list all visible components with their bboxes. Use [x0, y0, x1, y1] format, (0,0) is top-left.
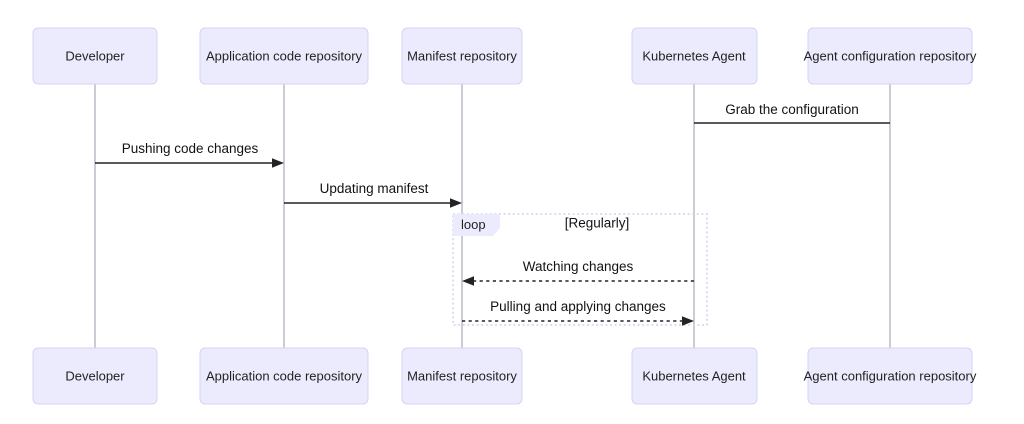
message-grab-the-configuration: Grab the configuration: [694, 102, 890, 124]
arrowhead-right-pulling-and-applying-changes: [682, 316, 694, 326]
actor-rect-agent-config-repository-top[interactable]: [807, 27, 973, 85]
actor-box-agent-config-repository-top[interactable]: Agent configuration repository: [804, 27, 977, 85]
actor-label-developer-bottom: Developer: [65, 368, 125, 383]
actor-label-manifest-repository-top: Manifest repository: [407, 48, 517, 63]
loop-tab-background: [453, 214, 500, 236]
actor-rect-developer-bottom[interactable]: [32, 347, 158, 405]
actor-label-developer-top: Developer: [65, 48, 125, 63]
loop-fragment-border: [452, 213, 708, 326]
actor-label-kubernetes-agent-top: Kubernetes Agent: [642, 48, 746, 63]
actor-label-agent-config-repository-bottom: Agent configuration repository: [804, 368, 977, 383]
actor-box-developer-bottom[interactable]: Developer: [32, 347, 158, 405]
loop-tab-label: loop: [461, 217, 486, 232]
arrowhead-left-watching-changes: [462, 276, 474, 286]
actor-box-app-code-repository-bottom[interactable]: Application code repository: [199, 347, 369, 405]
message-updating-manifest: Updating manifest: [284, 181, 462, 208]
message-label-pushing-code-changes: Pushing code changes: [122, 141, 259, 156]
message-label-pulling-and-applying-changes: Pulling and applying changes: [490, 299, 666, 314]
actor-box-manifest-repository-bottom[interactable]: Manifest repository: [401, 347, 523, 405]
actor-box-developer-top[interactable]: Developer: [32, 27, 158, 85]
actor-row-bottom: Developer Application code repository Ma…: [32, 347, 977, 405]
actor-label-agent-config-repository-top: Agent configuration repository: [804, 48, 977, 63]
message-label-watching-changes: Watching changes: [523, 259, 634, 274]
actor-rect-app-code-repository-top[interactable]: [199, 27, 369, 85]
message-label-updating-manifest: Updating manifest: [320, 181, 429, 196]
actor-box-kubernetes-agent-bottom[interactable]: Kubernetes Agent: [631, 347, 758, 405]
actor-box-kubernetes-agent-top[interactable]: Kubernetes Agent: [631, 27, 758, 85]
message-label-grab-the-configuration: Grab the configuration: [725, 102, 859, 117]
actor-box-app-code-repository-top[interactable]: Application code repository: [199, 27, 369, 85]
actor-rect-manifest-repository-bottom[interactable]: [401, 347, 523, 405]
actor-rect-kubernetes-agent-bottom[interactable]: [631, 347, 758, 405]
actor-label-kubernetes-agent-bottom: Kubernetes Agent: [642, 368, 746, 383]
actor-rect-developer-top[interactable]: [32, 27, 158, 85]
actor-rect-manifest-repository-top[interactable]: [401, 27, 523, 85]
actor-rect-kubernetes-agent-top[interactable]: [631, 27, 758, 85]
message-pushing-code-changes: Pushing code changes: [95, 141, 284, 168]
actor-rect-agent-config-repository-bottom[interactable]: [807, 347, 973, 405]
actor-label-app-code-repository-top: Application code repository: [206, 48, 363, 63]
actor-label-manifest-repository-bottom: Manifest repository: [407, 368, 517, 383]
actor-box-manifest-repository-top[interactable]: Manifest repository: [401, 27, 523, 85]
actor-label-app-code-repository-bottom: Application code repository: [206, 368, 363, 383]
actor-rect-app-code-repository-bottom[interactable]: [199, 347, 369, 405]
message-watching-changes: Watching changes: [462, 259, 694, 286]
arrowhead-right-pushing-code-changes: [272, 158, 284, 168]
arrowhead-right-updating-manifest: [450, 198, 462, 208]
loop-fragment: loop [Regularly]: [452, 213, 708, 326]
actor-box-agent-config-repository-bottom[interactable]: Agent configuration repository: [804, 347, 977, 405]
message-pulling-and-applying-changes: Pulling and applying changes: [462, 299, 694, 326]
actor-row-top: Developer Application code repository Ma…: [32, 27, 977, 85]
loop-condition-label: [Regularly]: [565, 216, 630, 231]
